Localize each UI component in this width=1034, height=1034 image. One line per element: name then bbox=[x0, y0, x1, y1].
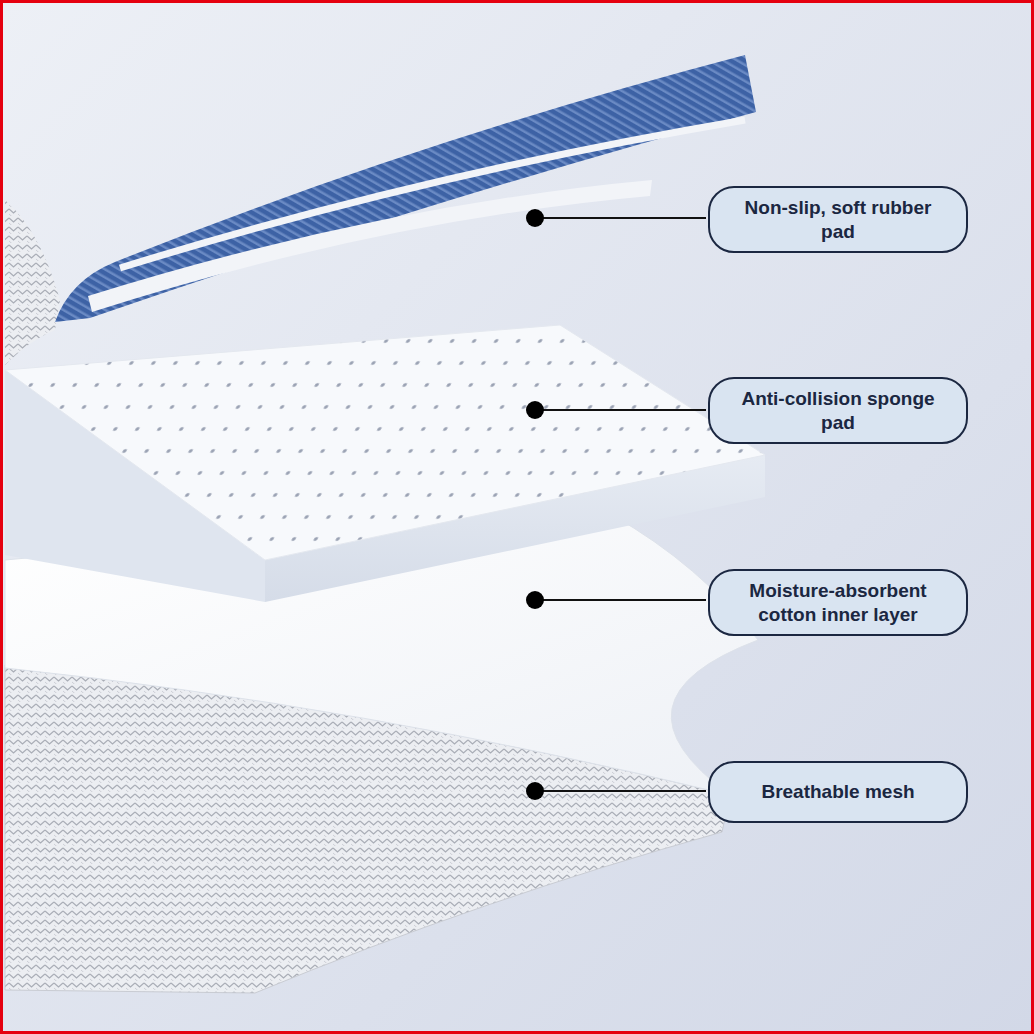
callout-box: Moisture-absorbent cotton inner layer bbox=[708, 569, 968, 636]
leader-line bbox=[535, 790, 706, 792]
callout-box: Breathable mesh bbox=[708, 761, 968, 823]
callout-label: Moisture-absorbent cotton inner layer bbox=[726, 579, 950, 625]
rubber-stripe bbox=[120, 120, 745, 268]
leader-line bbox=[535, 599, 706, 601]
callout-label: Non-slip, soft rubber pad bbox=[726, 196, 950, 242]
leader-dots bbox=[526, 209, 544, 800]
callout-box: Anti-collision sponge pad bbox=[708, 377, 968, 444]
leader-dot bbox=[526, 782, 544, 800]
leader-dot bbox=[526, 209, 544, 227]
callout-label: Anti-collision sponge pad bbox=[726, 387, 950, 433]
leader-line bbox=[535, 217, 706, 219]
mesh-backing bbox=[5, 200, 60, 365]
rubber-pad bbox=[55, 55, 756, 322]
leader-dot bbox=[526, 591, 544, 609]
callout-box: Non-slip, soft rubber pad bbox=[708, 186, 968, 253]
leader-lines bbox=[535, 218, 706, 791]
sponge-top bbox=[5, 325, 765, 560]
callout-label: Breathable mesh bbox=[761, 780, 914, 803]
leader-line bbox=[535, 409, 706, 411]
leader-dot bbox=[526, 401, 544, 419]
